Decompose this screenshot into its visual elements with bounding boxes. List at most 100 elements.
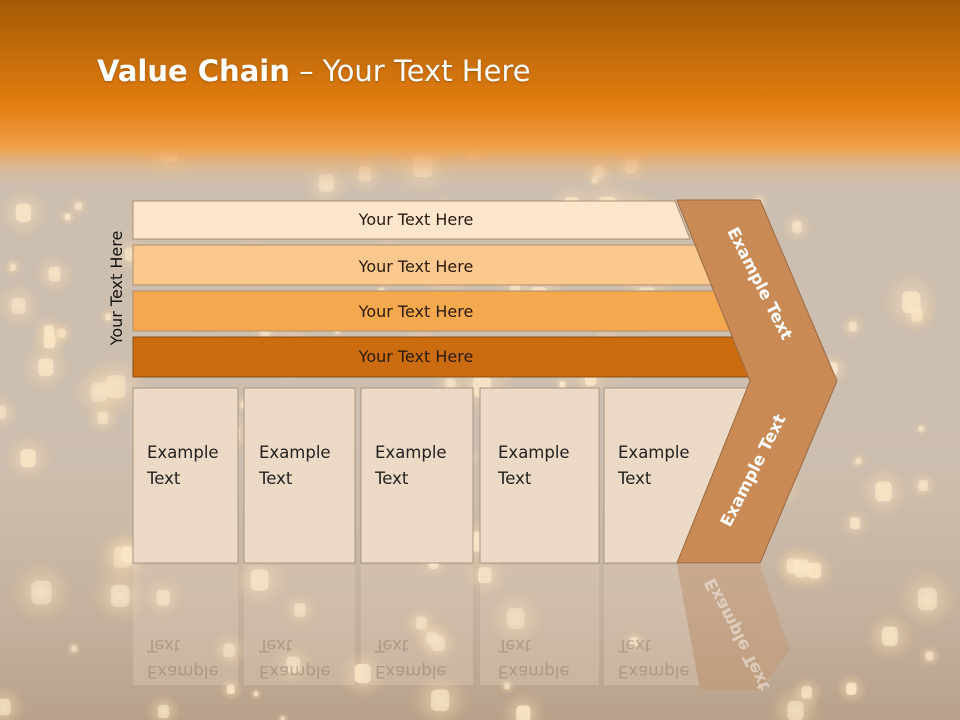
lantern — [0, 698, 11, 716]
reflection — [133, 565, 790, 690]
lantern — [20, 449, 36, 468]
lantern — [504, 682, 510, 690]
lantern — [426, 631, 438, 645]
column-2-line2: Text — [259, 469, 293, 488]
lantern — [902, 291, 921, 314]
lantern — [71, 645, 77, 652]
column-3-reflection-line1: Example — [375, 662, 447, 681]
lantern — [855, 457, 862, 465]
lantern — [354, 663, 371, 684]
lantern — [506, 607, 525, 629]
lantern — [918, 479, 928, 492]
column-5-reflection-text: Example Text — [618, 632, 718, 684]
column-4-reflection — [480, 565, 599, 685]
lantern — [44, 325, 54, 337]
column-1-reflection-line1: Example — [147, 662, 219, 681]
lantern — [478, 567, 492, 584]
bar-1 — [132, 200, 691, 240]
lantern — [280, 716, 285, 720]
lantern — [917, 587, 937, 611]
chevron-arrow — [676, 199, 838, 564]
bar-2-label: Your Text Here — [358, 257, 474, 276]
column-4-line2: Text — [498, 469, 532, 488]
column-3-reflection-text: Example Text — [375, 632, 475, 684]
lantern — [110, 584, 130, 607]
column-4 — [479, 387, 600, 564]
lantern — [794, 559, 810, 578]
column-2-reflection-line1: Example — [259, 662, 331, 681]
lantern — [801, 686, 812, 699]
lantern — [38, 358, 54, 377]
column-3-line1: Example — [375, 443, 447, 462]
lantern — [792, 221, 802, 233]
lantern — [846, 682, 857, 695]
column-5-reflection-line1: Example — [618, 662, 690, 681]
lantern — [925, 651, 934, 661]
lantern — [156, 589, 170, 606]
lantern — [286, 656, 300, 673]
chevron-reflection — [677, 565, 790, 690]
bar-1-label: Your Text Here — [358, 210, 474, 229]
title-bold: Value Chain — [97, 54, 290, 88]
lantern-glow — [0, 394, 19, 431]
lantern — [9, 263, 16, 271]
lantern — [226, 684, 235, 694]
column-3-reflection — [361, 565, 473, 685]
column-1-line1: Example — [147, 443, 219, 462]
lantern — [11, 297, 26, 315]
column-4-line1: Example — [498, 443, 570, 462]
lantern — [630, 637, 638, 647]
column-4-reflection-text: Example Text — [498, 632, 598, 684]
lantern — [881, 626, 898, 646]
lantern-glow — [275, 712, 290, 720]
column-5-line1: Example — [618, 443, 690, 462]
lantern — [918, 425, 924, 432]
lantern — [158, 704, 170, 719]
lantern — [430, 689, 450, 712]
column-1-reflection-line2: Text — [147, 636, 181, 655]
lantern — [516, 705, 531, 720]
column-5-reflection-line2: Text — [618, 636, 652, 655]
lantern — [559, 381, 566, 388]
column-1-line2: Text — [147, 469, 181, 488]
column-5-line2: Text — [618, 469, 652, 488]
column-1-reflection — [133, 565, 238, 685]
lantern — [294, 603, 306, 617]
lantern — [64, 213, 71, 221]
bar-4-label: Your Text Here — [358, 347, 474, 366]
column-1 — [132, 387, 239, 564]
column-2-line1: Example — [259, 443, 331, 462]
lantern — [105, 313, 111, 321]
lantern — [15, 203, 32, 222]
lantern — [48, 266, 61, 282]
lantern — [850, 517, 860, 530]
bar-3-label: Your Text Here — [358, 302, 474, 321]
column-4-reflection-line2: Text — [498, 636, 532, 655]
column-2-reflection-text: Example Text — [259, 632, 359, 684]
lantern — [875, 481, 892, 502]
column-5-reflection — [604, 565, 724, 685]
lantern — [848, 321, 857, 332]
column-3 — [360, 387, 474, 564]
lantern — [31, 580, 52, 605]
column-2 — [243, 387, 356, 564]
lantern — [91, 382, 108, 402]
lantern — [250, 569, 269, 591]
lantern — [223, 643, 235, 658]
column-1-reflection-text: Example Text — [147, 632, 247, 684]
lantern — [75, 202, 82, 211]
column-4-reflection-line1: Example — [498, 662, 570, 681]
column-2-reflection — [244, 565, 355, 685]
column-3-reflection-line2: Text — [375, 636, 409, 655]
column-3-line2: Text — [375, 469, 409, 488]
lantern — [121, 546, 136, 563]
title-rest: – Your Text Here — [289, 54, 531, 88]
column-2-reflection-line2: Text — [259, 636, 293, 655]
lantern — [0, 405, 6, 420]
page-title: Value Chain – Your Text Here — [97, 54, 531, 88]
